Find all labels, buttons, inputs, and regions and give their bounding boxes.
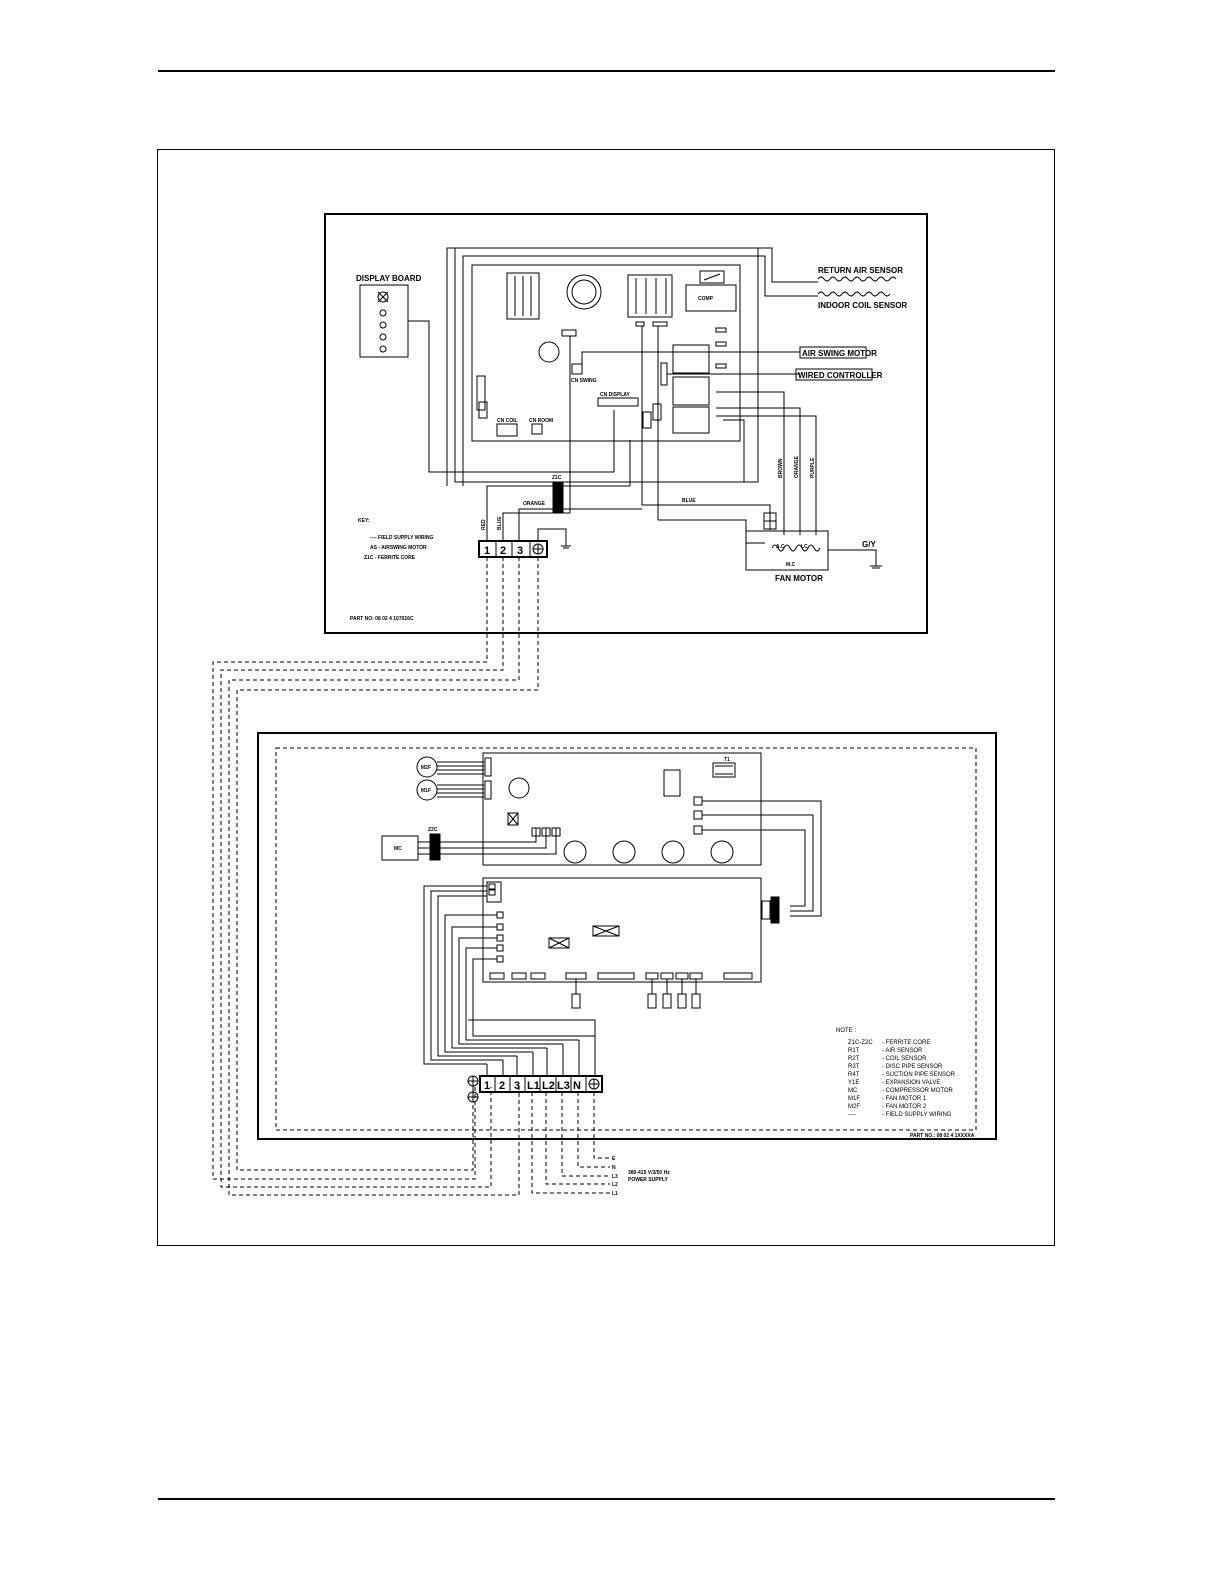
wire-purple-label: PURPLE (810, 457, 816, 478)
z2c-label: Z2C (428, 827, 438, 833)
fan-mc-label: M.C (786, 562, 796, 568)
note-code: Z1C-Z2C (848, 1040, 873, 1046)
note-desc: - FERRITE CORE (882, 1040, 930, 1046)
mc-label: MC (394, 846, 402, 852)
note-code: ---- (848, 1112, 856, 1118)
outdoor-inner-dashed (275, 747, 977, 1131)
notes-list: Z1C-Z2C - FERRITE CORE R1T - AIR SENSOR R2… (848, 1040, 956, 1118)
outdoor-terminal-l3: L3 (557, 1080, 570, 1092)
wire-red-label: RED (481, 519, 487, 530)
indoor-panel (324, 213, 928, 634)
outdoor-terminal-l1: L1 (527, 1080, 540, 1092)
note-desc: - DISC PIPE SENSOR (882, 1064, 943, 1070)
note-desc: - COIL SENSOR (882, 1056, 927, 1062)
indoor-terminal-2: 2 (500, 545, 506, 557)
note-title: NOTE : (836, 1028, 856, 1034)
cn-swing-label: CN SWING (571, 378, 597, 384)
indoor-terminal-3: 3 (517, 545, 523, 557)
note-code: M1F (848, 1096, 860, 1102)
supply-voltage-label: 380-415 V/3/50 Hz (628, 1170, 670, 1176)
key-item-1: AS - AIRSWING MOTOR (370, 545, 427, 551)
indoor-pcb (471, 264, 741, 442)
note-desc: - FAN MOTOR 1 (882, 1096, 927, 1102)
key-item-0: ---- FIELD SUPPLY WIRING (370, 535, 433, 541)
note-code: R2T (848, 1056, 860, 1062)
wire-orange-label: ORANGE (523, 501, 546, 507)
note-code: R3T (848, 1064, 860, 1070)
key-title: KEY: (358, 518, 370, 524)
wire-orange2-label: ORANGE (794, 455, 800, 478)
key-item-2: Z1C - FERRITE CORE (364, 555, 416, 561)
outdoor-terminal-2: 2 (499, 1080, 505, 1092)
power-supply-label: POWER SUPPLY (628, 1177, 668, 1183)
wire-blue-label: BLUE (682, 498, 696, 504)
return-air-sensor-label: RETURN AIR SENSOR (818, 266, 903, 275)
fan-ac-label: A.C (776, 544, 785, 550)
ground-label: G/Y (862, 540, 876, 549)
indoor-terminal-block (478, 540, 548, 558)
outdoor-terminal-3: 3 (514, 1080, 520, 1092)
outdoor-lower-pcb (482, 877, 762, 983)
fan-lc-label: LC (801, 544, 808, 550)
note-desc: - COMPRESSOR MOTOR (882, 1088, 954, 1094)
wire-brown-label: BROWN (778, 458, 784, 478)
outdoor-terminal-l2: L2 (542, 1080, 555, 1092)
footer-rule (158, 1498, 1055, 1500)
outdoor-panel (257, 732, 997, 1140)
outdoor-terminal-n: N (573, 1080, 581, 1092)
cn-coil-label: CN COIL (497, 418, 518, 424)
outdoor-terminal-1: 1 (484, 1080, 490, 1092)
air-swing-motor-label: AIR SWING MOTOR (802, 349, 877, 358)
wire-blue2-label: BLUE (497, 516, 503, 530)
note-desc: - SUCTION PIPE SENSOR (882, 1072, 956, 1078)
indoor-part-no: PART NO: 08 02 4 107016C (350, 616, 414, 622)
outdoor-upper-pcb (482, 752, 762, 866)
supply-line-l1: L1 (612, 1191, 618, 1197)
note-desc: - EXPANSION VALVE (882, 1080, 940, 1086)
header-rule (158, 70, 1055, 72)
outdoor-part-no: PART NO.: 08 02 4 1XXXXA (910, 1133, 975, 1139)
note-code: R4T (848, 1072, 860, 1078)
note-code: MC (848, 1088, 858, 1094)
m1f-label: M1F (421, 788, 431, 794)
note-desc: - FAN MOTOR 2 (882, 1104, 927, 1110)
fan-motor-label: FAN MOTOR (775, 574, 823, 583)
ferrite-z1c-label: Z1C (552, 475, 562, 481)
note-code: R1T (848, 1048, 860, 1054)
note-desc: - FIELD SUPPLY WIRING (882, 1112, 952, 1118)
supply-line-l3: L3 (612, 1174, 618, 1180)
comp-label: COMP (698, 296, 714, 302)
supply-line-n: N (612, 1165, 616, 1171)
indoor-coil-sensor-label: INDOOR COIL SENSOR (818, 301, 907, 310)
m2f-label: M2F (421, 765, 431, 771)
supply-line-e: E (612, 1156, 616, 1162)
outer-frame (157, 149, 1055, 1246)
supply-line-l2: L2 (612, 1182, 618, 1188)
cn-display-label: CN DISPLAY (600, 392, 630, 398)
wired-controller-label: WIRED CONTROLLER (798, 371, 883, 380)
note-code: Y1E (848, 1080, 859, 1086)
cn-room-label: CN ROOM (529, 418, 553, 424)
note-code: M2F (848, 1104, 860, 1110)
indoor-terminal-1: 1 (484, 545, 490, 557)
display-board-label: DISPLAY BOARD (356, 274, 422, 283)
note-desc: - AIR SENSOR (882, 1048, 923, 1054)
t1-label: T1 (724, 757, 730, 763)
outdoor-terminal-block (479, 1075, 603, 1093)
